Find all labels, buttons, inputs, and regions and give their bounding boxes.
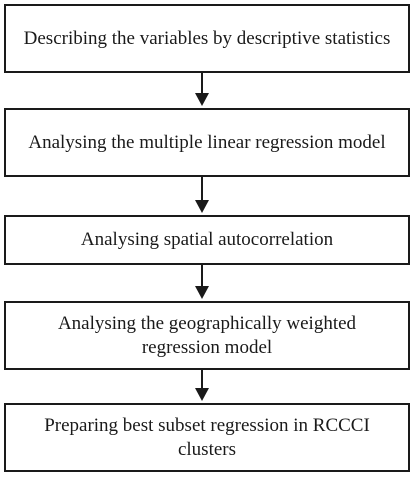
arrow-down-icon <box>193 177 211 213</box>
step-box-spatial-autocorrelation: Analysing spatial autocorrelation <box>4 215 410 265</box>
arrow-down-icon <box>193 73 211 106</box>
arrow-down-icon <box>193 370 211 401</box>
step-box-descriptive-statistics: Describing the variables by descriptive … <box>4 4 410 73</box>
step-label: Describing the variables by descriptive … <box>23 27 391 49</box>
step-label: Analysing spatial autocorrelation <box>80 229 334 250</box>
step-box-best-subset-regression: Preparing best subset regression in RCCC… <box>4 403 410 472</box>
step-box-geographically-weighted-regression: Analysing the geographically weighted re… <box>4 301 410 370</box>
step-label: Preparing best subset regression in RCCC… <box>44 414 370 460</box>
step-label: Analysing the multiple linear regression… <box>28 131 386 153</box>
step-label: Analysing the geographically weighted re… <box>57 312 357 358</box>
arrow-down-icon <box>193 265 211 299</box>
step-box-multiple-linear-regression: Analysing the multiple linear regression… <box>4 108 410 177</box>
